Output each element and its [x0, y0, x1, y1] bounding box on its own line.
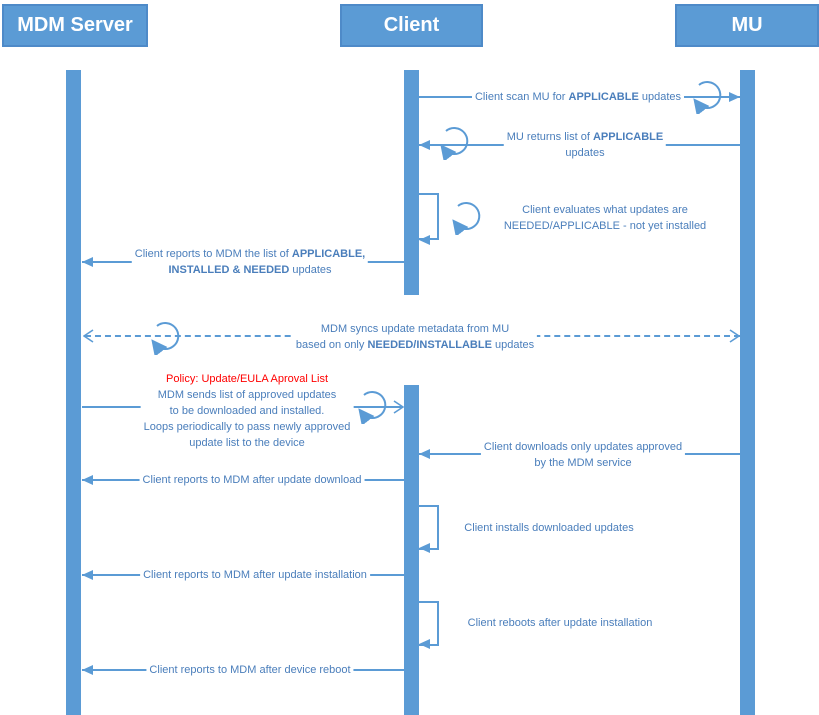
arrowhead-left-icon: [419, 140, 430, 150]
lifeline-mu: [740, 70, 755, 715]
message-label-policy: Policy: Update/EULA Aproval List MDM sen…: [140, 371, 354, 451]
actor-client-label: Client: [383, 14, 440, 36]
arrowhead-left-icon: [419, 543, 430, 553]
policy-title: Policy: Update/EULA Aproval List: [165, 373, 329, 385]
actor-client: Client: [340, 4, 483, 47]
arrowhead-left-icon: [82, 475, 93, 485]
loop-icon: [151, 322, 180, 355]
lifeline-client-upper: [404, 70, 419, 295]
arrowhead-right-icon: [729, 92, 740, 102]
message-label-report-install: Client reports to MDM after update insta…: [140, 567, 370, 583]
message-label-evaluate: Client evaluates what updates are NEEDED…: [500, 202, 710, 234]
arrowhead-left-icon: [82, 257, 93, 267]
actor-mu-label: MU: [731, 14, 763, 36]
message-label-download: Client downloads only updates approved b…: [480, 439, 686, 471]
message-label-sync: MDM syncs update metadata from MU based …: [292, 321, 538, 353]
open-arrowhead-right-icon: [393, 400, 404, 414]
arrowhead-left-icon: [419, 449, 430, 459]
open-arrowhead-left-icon: [83, 329, 94, 343]
actor-mdm-server-label: MDM Server: [17, 14, 133, 36]
message-label-scan: Client scan MU for APPLICABLE updates: [471, 89, 685, 105]
lifeline-client-lower: [404, 385, 419, 715]
loop-icon: [452, 202, 481, 235]
arrowhead-left-icon: [419, 235, 430, 245]
actor-mdm-server: MDM Server: [2, 4, 148, 47]
message-label-install: Client installs downloaded updates: [461, 520, 637, 536]
message-label-returns: MU returns list of APPLICABLE updates: [503, 129, 667, 161]
arrowhead-left-icon: [419, 639, 430, 649]
loop-icon: [358, 391, 387, 424]
loop-icon: [693, 81, 722, 114]
message-label-report-download: Client reports to MDM after update downl…: [139, 472, 365, 488]
arrowhead-left-icon: [82, 665, 93, 675]
message-label-reboot: Client reboots after update installation: [464, 615, 656, 631]
message-label-report-reboot: Client reports to MDM after device reboo…: [146, 662, 354, 678]
self-loop-evaluate: [419, 193, 439, 240]
actor-mu: MU: [675, 4, 819, 47]
open-arrowhead-right-icon: [729, 329, 740, 343]
loop-icon: [440, 127, 469, 160]
message-label-report-list: Client reports to MDM the list of APPLIC…: [131, 246, 369, 278]
lifeline-mdm-server: [66, 70, 81, 715]
arrowhead-left-icon: [82, 570, 93, 580]
